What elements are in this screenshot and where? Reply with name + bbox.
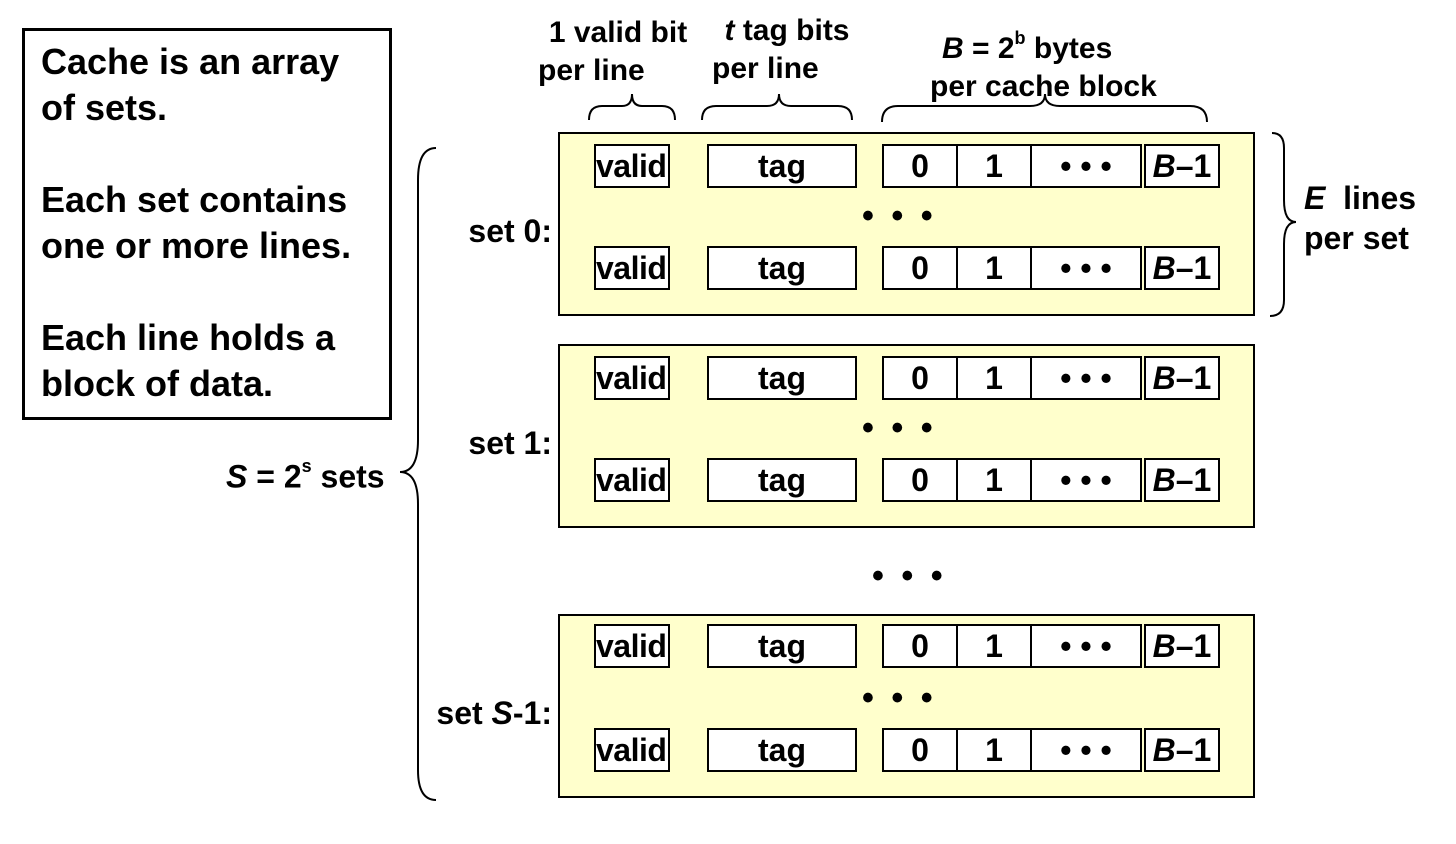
byte-last-cell: B–1 xyxy=(1144,728,1220,772)
block-header-brace xyxy=(881,93,1208,123)
tag-cell: tag xyxy=(707,458,857,502)
tag-header-line1: t tag bits xyxy=(724,14,850,47)
sets-count-label: S = 2s sets xyxy=(226,456,385,495)
set-1-label: set 1: xyxy=(468,425,552,461)
lines-per-set-line2: per set xyxy=(1304,220,1409,256)
byte-dots-cell: • • • xyxy=(1030,624,1142,668)
valid-cell: valid xyxy=(594,246,670,290)
tag-cell: tag xyxy=(707,356,857,400)
note-set-contains-lines: Each set contains one or more lines. xyxy=(41,179,352,266)
byte-dots-cell: • • • xyxy=(1030,246,1142,290)
valid-cell: valid xyxy=(594,624,670,668)
note-array-of-sets: Cache is an array of sets. xyxy=(41,41,340,128)
byte-last-cell: B–1 xyxy=(1144,246,1220,290)
byte-last-cell: B–1 xyxy=(1144,144,1220,188)
tag-bits-header: t tag bits per line xyxy=(712,12,862,88)
byte-1-cell: 1 xyxy=(956,144,1032,188)
byte-dots-cell: • • • xyxy=(1030,356,1142,400)
valid-header-line1: 1 valid bit xyxy=(548,16,688,49)
byte-0-cell: 0 xyxy=(882,458,958,502)
valid-header-line2: per line xyxy=(538,54,645,87)
set-last-label: set S-1: xyxy=(436,695,552,731)
byte-1-cell: 1 xyxy=(956,356,1032,400)
byte-last-cell: B–1 xyxy=(1144,624,1220,668)
byte-0-cell: 0 xyxy=(882,624,958,668)
valid-cell: valid xyxy=(594,144,670,188)
byte-1-cell: 1 xyxy=(956,728,1032,772)
tag-cell: tag xyxy=(707,144,857,188)
tag-cell: tag xyxy=(707,728,857,772)
tag-header-brace xyxy=(701,93,853,121)
byte-1-cell: 1 xyxy=(956,624,1032,668)
valid-cell: valid xyxy=(594,728,670,772)
valid-header-brace xyxy=(588,93,676,121)
byte-dots-cell: • • • xyxy=(1030,458,1142,502)
valid-cell: valid xyxy=(594,458,670,502)
set-0-label: set 0: xyxy=(468,213,552,249)
tag-header-line2: per line xyxy=(712,52,819,85)
block-header-line1: B = 2b bytes xyxy=(942,28,1113,65)
valid-bit-header: 1 valid bit per line xyxy=(538,14,698,90)
lines-per-set-label: E lines per set xyxy=(1304,178,1416,258)
byte-0-cell: 0 xyxy=(882,356,958,400)
byte-dots-cell: • • • xyxy=(1030,728,1142,772)
note-box: Cache is an array of sets. Each set cont… xyxy=(22,28,392,420)
tag-cell: tag xyxy=(707,246,857,290)
block-header-line2: per cache block xyxy=(930,70,1157,103)
byte-0-cell: 0 xyxy=(882,728,958,772)
byte-last-cell: B–1 xyxy=(1144,356,1220,400)
note-line-holds-block: Each line holds a block of data. xyxy=(41,317,336,404)
block-bytes-header: B = 2b bytes per cache block xyxy=(930,22,1210,106)
valid-cell: valid xyxy=(594,356,670,400)
byte-dots-cell: • • • xyxy=(1030,144,1142,188)
lines-per-set-brace xyxy=(1269,132,1297,317)
byte-last-cell: B–1 xyxy=(1144,458,1220,502)
byte-0-cell: 0 xyxy=(882,246,958,290)
sets-brace xyxy=(399,147,437,801)
tag-cell: tag xyxy=(707,624,857,668)
lines-per-set-line1: E lines xyxy=(1304,180,1417,216)
